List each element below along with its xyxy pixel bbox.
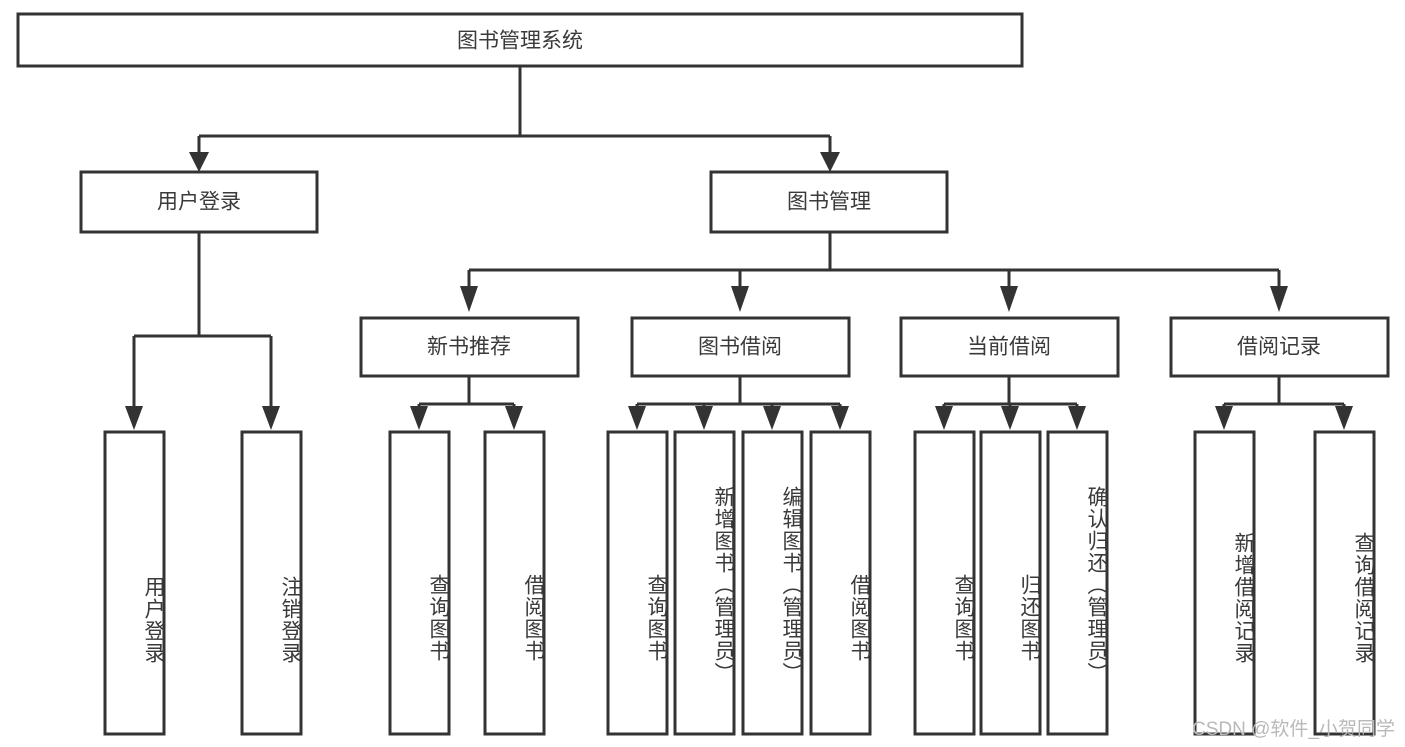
connector-borrow-record-to-leaves <box>1215 376 1353 430</box>
node-current-borrow[interactable]: 当前借阅 <box>899 316 1120 378</box>
csdn-watermark: CSDN @软件_小贺同学 <box>1192 719 1395 740</box>
leaf-box-query-book-current[interactable] <box>913 430 976 736</box>
arrow-head-icon <box>410 406 428 430</box>
arrow-head-icon <box>1000 286 1018 312</box>
connector-new-book-to-leaves <box>410 376 523 430</box>
arrow-head-icon <box>505 406 523 430</box>
arrow-head-icon <box>1270 286 1288 312</box>
leaf-box-return-book[interactable] <box>979 430 1042 736</box>
node-current-borrow-box[interactable] <box>899 316 1120 378</box>
leaf-box-user-login[interactable] <box>103 430 166 736</box>
arrow-head-icon <box>935 406 953 430</box>
arrow-head-icon <box>189 152 209 172</box>
leaf-box-add-book-admin[interactable] <box>673 430 736 736</box>
node-current-borrow-label: 当前借阅 <box>967 336 1051 359</box>
leaf-box-borrow-book-recommend[interactable] <box>483 430 546 736</box>
node-new-book-recommend-label: 新书推荐 <box>427 336 511 359</box>
arrow-head-icon <box>831 406 849 430</box>
arrow-head-icon <box>731 286 749 312</box>
node-book-management-label: 图书管理 <box>787 191 871 214</box>
arrow-head-icon <box>628 406 646 430</box>
node-book-management[interactable]: 图书管理 <box>709 170 949 234</box>
leaf-box-logout[interactable] <box>240 430 303 736</box>
leaf-box-borrow-book[interactable] <box>809 430 872 736</box>
leaf-box-add-borrow-record[interactable] <box>1193 430 1256 736</box>
node-new-book-recommend-box[interactable] <box>359 316 580 378</box>
node-borrow-record-label: 借阅记录 <box>1237 336 1321 359</box>
node-root-box[interactable] <box>16 12 1024 68</box>
node-book-management-box[interactable] <box>709 170 949 234</box>
node-root[interactable]: 图书管理系统 <box>16 12 1024 68</box>
arrow-head-icon <box>1215 406 1233 430</box>
node-borrow-record[interactable]: 借阅记录 <box>1169 316 1390 378</box>
node-book-borrow-label: 图书借阅 <box>698 336 782 359</box>
node-borrow-record-box[interactable] <box>1169 316 1390 378</box>
leaf-box-query-borrow-record[interactable] <box>1313 430 1376 736</box>
arrow-head-icon <box>1001 406 1019 430</box>
arrow-head-icon <box>262 406 280 430</box>
node-user-login[interactable]: 用户登录 <box>79 170 319 234</box>
leaf-box-query-book-borrow[interactable] <box>606 430 669 736</box>
leaf-box-query-book-recommend[interactable] <box>388 430 451 736</box>
connector-user-login-to-leaves <box>125 232 280 430</box>
connector-book-borrow-to-leaves <box>628 376 849 430</box>
arrow-head-icon <box>460 286 478 312</box>
node-book-borrow[interactable]: 图书借阅 <box>630 316 851 378</box>
arrow-head-icon <box>1068 406 1086 430</box>
arrow-head-icon <box>820 152 840 172</box>
node-user-login-box[interactable] <box>79 170 319 234</box>
node-book-borrow-box[interactable] <box>630 316 851 378</box>
node-new-book-recommend[interactable]: 新书推荐 <box>359 316 580 378</box>
arrow-head-icon <box>1335 406 1353 430</box>
connector-root-to-level2 <box>189 66 840 172</box>
arrow-head-icon <box>763 406 781 430</box>
connector-current-borrow-to-leaves <box>935 376 1086 430</box>
node-root-label: 图书管理系统 <box>457 30 583 53</box>
node-user-login-label: 用户登录 <box>157 191 241 214</box>
arrow-head-icon <box>125 406 143 430</box>
connector-book-mgmt-to-level3 <box>460 232 1288 312</box>
arrow-head-icon <box>695 406 713 430</box>
leaf-box-edit-book-admin[interactable] <box>741 430 804 736</box>
leaf-box-confirm-return-admin[interactable] <box>1046 430 1109 736</box>
